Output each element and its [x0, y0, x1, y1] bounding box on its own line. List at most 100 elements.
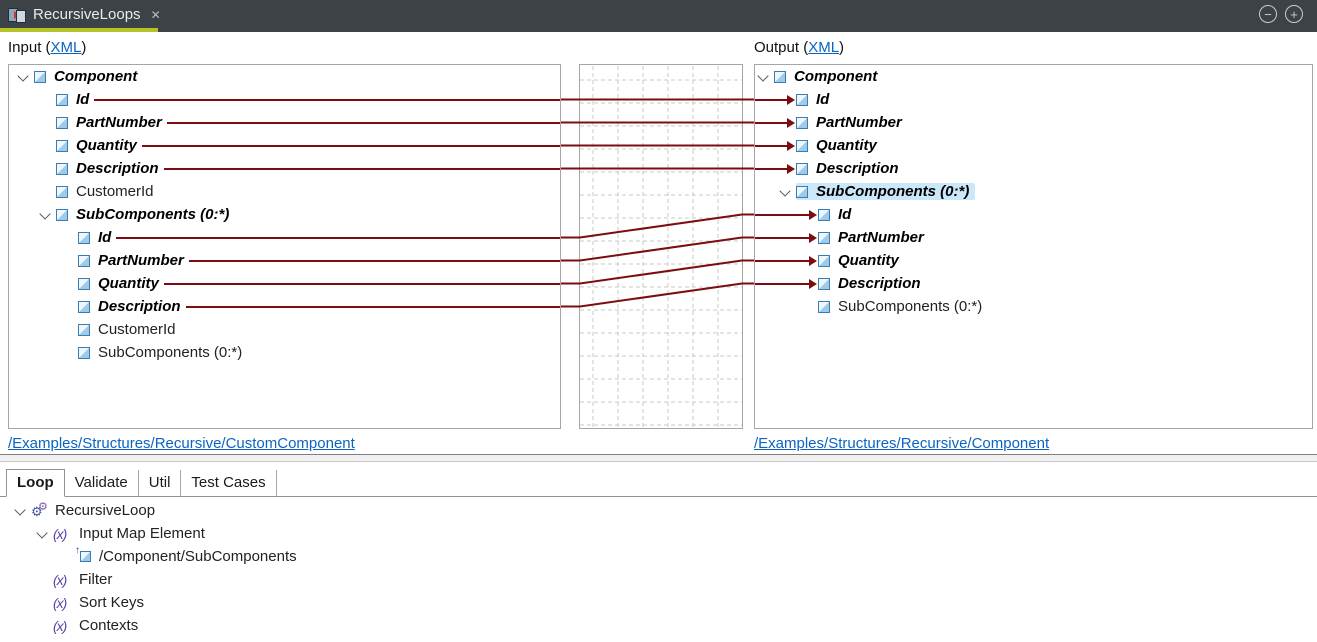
mapping-arrow [755, 278, 817, 289]
mapping-connection[interactable] [561, 213, 754, 239]
tab-loop[interactable]: Loop [6, 469, 65, 497]
tree-item-description[interactable]: Description [755, 272, 1312, 295]
xml-element-icon [56, 93, 68, 106]
loop-tree-item--component-subcomponents[interactable]: ↑/Component/SubComponents [0, 545, 1317, 568]
tab-util[interactable]: Util [139, 470, 182, 496]
loop-tree-item-recursiveloop[interactable]: ⚙⚙RecursiveLoop [0, 499, 1317, 522]
chevron-down-icon[interactable] [12, 505, 31, 517]
tree-item-description[interactable]: Description [755, 157, 1312, 180]
input-panel-header: Input (XML) [8, 39, 86, 56]
expand-icon[interactable]: + [1285, 5, 1303, 23]
tree-item-partnumber[interactable]: PartNumber [755, 226, 1312, 249]
tree-item-label: Id [816, 91, 830, 108]
gear-icon: ⚙ [38, 500, 48, 513]
tree-item-id[interactable]: Id [9, 88, 560, 111]
tab-test-cases[interactable]: Test Cases [181, 470, 277, 496]
tree-item-subcomponents-0-[interactable]: SubComponents (0:*) [9, 341, 560, 364]
tree-item-label: Quantity [816, 137, 877, 154]
tree-item-id[interactable]: Id [9, 226, 560, 249]
collapse-icon[interactable]: − [1259, 5, 1277, 23]
tree-item-label: Quantity [76, 137, 137, 154]
mapping-connection[interactable] [561, 259, 754, 285]
xml-element-icon [818, 208, 830, 221]
loop-tree-item-label: RecursiveLoop [55, 502, 156, 519]
tree-item-subcomponents-0-[interactable]: SubComponents (0:*) [755, 295, 1312, 318]
mapping-connection[interactable] [561, 236, 754, 262]
gear-icon: ⚙ [31, 503, 43, 519]
xml-element-icon [78, 231, 90, 244]
tree-item-partnumber[interactable]: PartNumber [9, 111, 560, 134]
tree-item-description[interactable]: Description [9, 157, 560, 180]
element-reference-icon: ↑ [75, 545, 93, 564]
chevron-down-icon[interactable] [37, 209, 56, 221]
tree-item-partnumber[interactable]: PartNumber [755, 111, 1312, 134]
xml-element-icon [56, 185, 68, 198]
tree-item-component[interactable]: Component [755, 65, 1312, 88]
loop-tree-item-label: Sort Keys [79, 594, 145, 611]
horizontal-splitter[interactable] [0, 454, 1317, 462]
output-panel-header: Output (XML) [754, 39, 844, 56]
output-header-text: Output ( [754, 39, 809, 56]
mapping-line [94, 98, 560, 101]
mapping-arrow [755, 94, 795, 105]
tree-item-component[interactable]: Component [9, 65, 560, 88]
tree-item-label: CustomerId [98, 321, 176, 338]
document-tab-recursiveloops[interactable]: RecursiveLoops ✕ [0, 0, 171, 28]
mapping-line [163, 282, 560, 285]
tree-item-label: SubComponents (0:*) [76, 206, 230, 223]
tree-item-id[interactable]: Id [755, 203, 1312, 226]
tree-item-label: PartNumber [98, 252, 184, 269]
tree-item-label: Component [54, 68, 138, 85]
mapping-arrow [755, 209, 817, 220]
tree-item-label: SubComponents (0:*) [838, 298, 983, 315]
loop-tree-item-label: Contexts [79, 617, 139, 634]
tree-item-description[interactable]: Description [9, 295, 560, 318]
tree-item-subcomponents-0-[interactable]: SubComponents (0:*) [755, 180, 1312, 203]
chevron-down-icon[interactable] [777, 186, 796, 198]
loop-tree-item-input-map-element[interactable]: (x)Input Map Element [0, 522, 1317, 545]
loop-tree-item-contexts[interactable]: (x) Contexts [0, 614, 1317, 637]
xml-element-icon [796, 162, 808, 175]
mapping-canvas[interactable] [561, 64, 754, 429]
xpath-function-icon: (x) [53, 594, 67, 611]
output-schema-path-link[interactable]: /Examples/Structures/Recursive/Component [754, 435, 1050, 452]
tree-item-label: Quantity [98, 275, 159, 292]
tree-item-label: PartNumber [816, 114, 902, 131]
tree-item-quantity[interactable]: Quantity [9, 272, 560, 295]
tree-item-quantity[interactable]: Quantity [755, 249, 1312, 272]
xml-element-icon [80, 550, 91, 562]
tree-item-label: Id [76, 91, 90, 108]
tab-validate[interactable]: Validate [65, 470, 139, 496]
mapping-line [116, 236, 560, 239]
tree-item-quantity[interactable]: Quantity [9, 134, 560, 157]
tree-item-quantity[interactable]: Quantity [755, 134, 1312, 157]
loop-gears-icon: ⚙⚙ [31, 500, 51, 520]
loop-tree-item-sort-keys[interactable]: (x) Sort Keys [0, 591, 1317, 614]
tree-item-label: Id [838, 206, 852, 223]
tree-item-id[interactable]: Id [755, 88, 1312, 111]
mapping-line [163, 167, 560, 170]
xpath-function-icon: (x) [53, 617, 67, 634]
mapping-line [185, 305, 560, 308]
chevron-down-icon[interactable] [15, 71, 34, 83]
xml-element-icon [56, 139, 68, 152]
chevron-down-icon[interactable] [34, 528, 53, 540]
chevron-down-icon[interactable] [755, 71, 774, 83]
mapping-arrow [755, 232, 817, 243]
close-icon[interactable]: ✕ [150, 8, 161, 22]
tree-item-customerid[interactable]: CustomerId [9, 180, 560, 203]
tree-item-partnumber[interactable]: PartNumber [9, 249, 560, 272]
xml-element-icon [56, 208, 68, 221]
output-xml-link[interactable]: XML [808, 39, 840, 56]
loop-tree-item-filter[interactable]: (x)Filter [0, 568, 1317, 591]
mapping-arrow [755, 140, 795, 151]
input-xml-link[interactable]: XML [50, 39, 82, 56]
tree-item-label: Description [838, 275, 921, 292]
input-schema-path-link[interactable]: /Examples/Structures/Recursive/CustomCom… [8, 435, 355, 452]
tree-item-subcomponents-0-[interactable]: SubComponents (0:*) [9, 203, 560, 226]
tree-item-customerid[interactable]: CustomerId [9, 318, 560, 341]
mapping-connection[interactable] [561, 282, 754, 308]
tree-item-label: Component [794, 68, 878, 85]
